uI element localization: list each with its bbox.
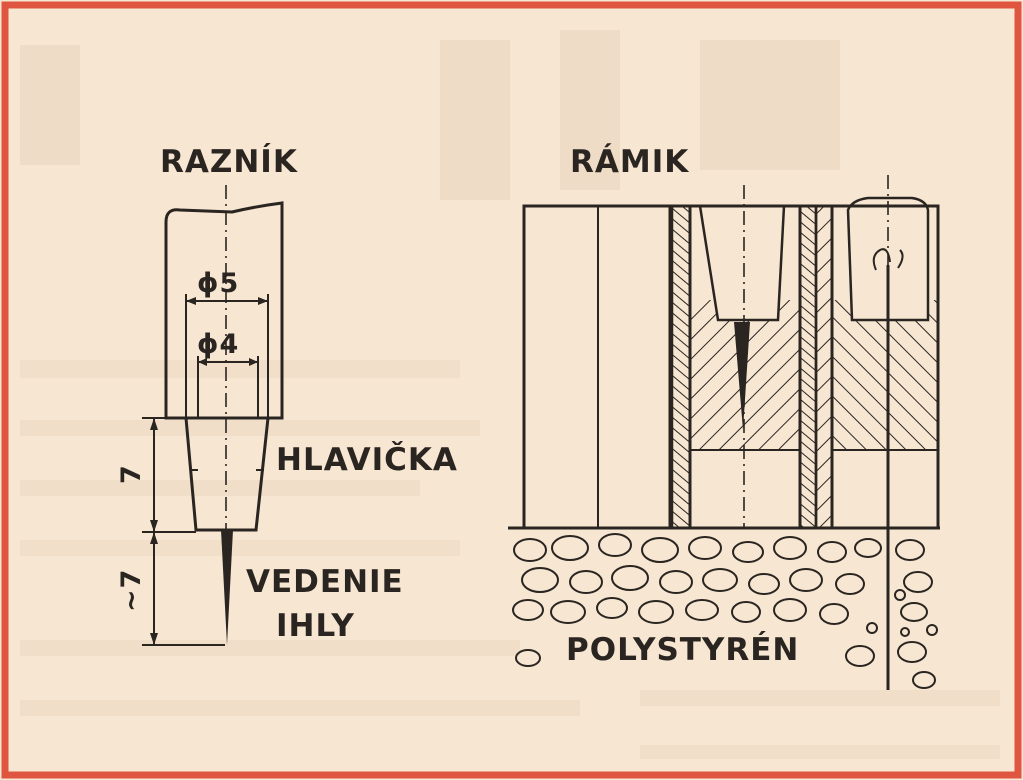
bleed-through-texture xyxy=(20,30,1000,759)
label-ihly: IHLY xyxy=(276,608,355,644)
dim-inner-diameter: ϕ4 xyxy=(197,329,239,360)
label-vedenie: VEDENIE xyxy=(246,564,404,600)
label-raznik: RAZNÍK xyxy=(160,144,298,180)
dim-head-length: 7 xyxy=(116,464,147,484)
dim-guide-length: ~7 xyxy=(116,569,147,612)
dim-outer-diameter: ϕ5 xyxy=(197,268,239,299)
label-ramik: RÁMIK xyxy=(570,144,689,180)
punch-drawing: RAZNÍK ϕ5 ϕ4 7 ~7 HLAVIČKA VEDENIE xyxy=(116,144,458,646)
polystyrene-layer xyxy=(512,533,938,689)
label-polystyren: POLYSTYRÉN xyxy=(566,632,799,668)
frame-drawing: RÁMIK xyxy=(508,144,940,690)
label-hlavicka: HLAVIČKA xyxy=(276,441,458,478)
